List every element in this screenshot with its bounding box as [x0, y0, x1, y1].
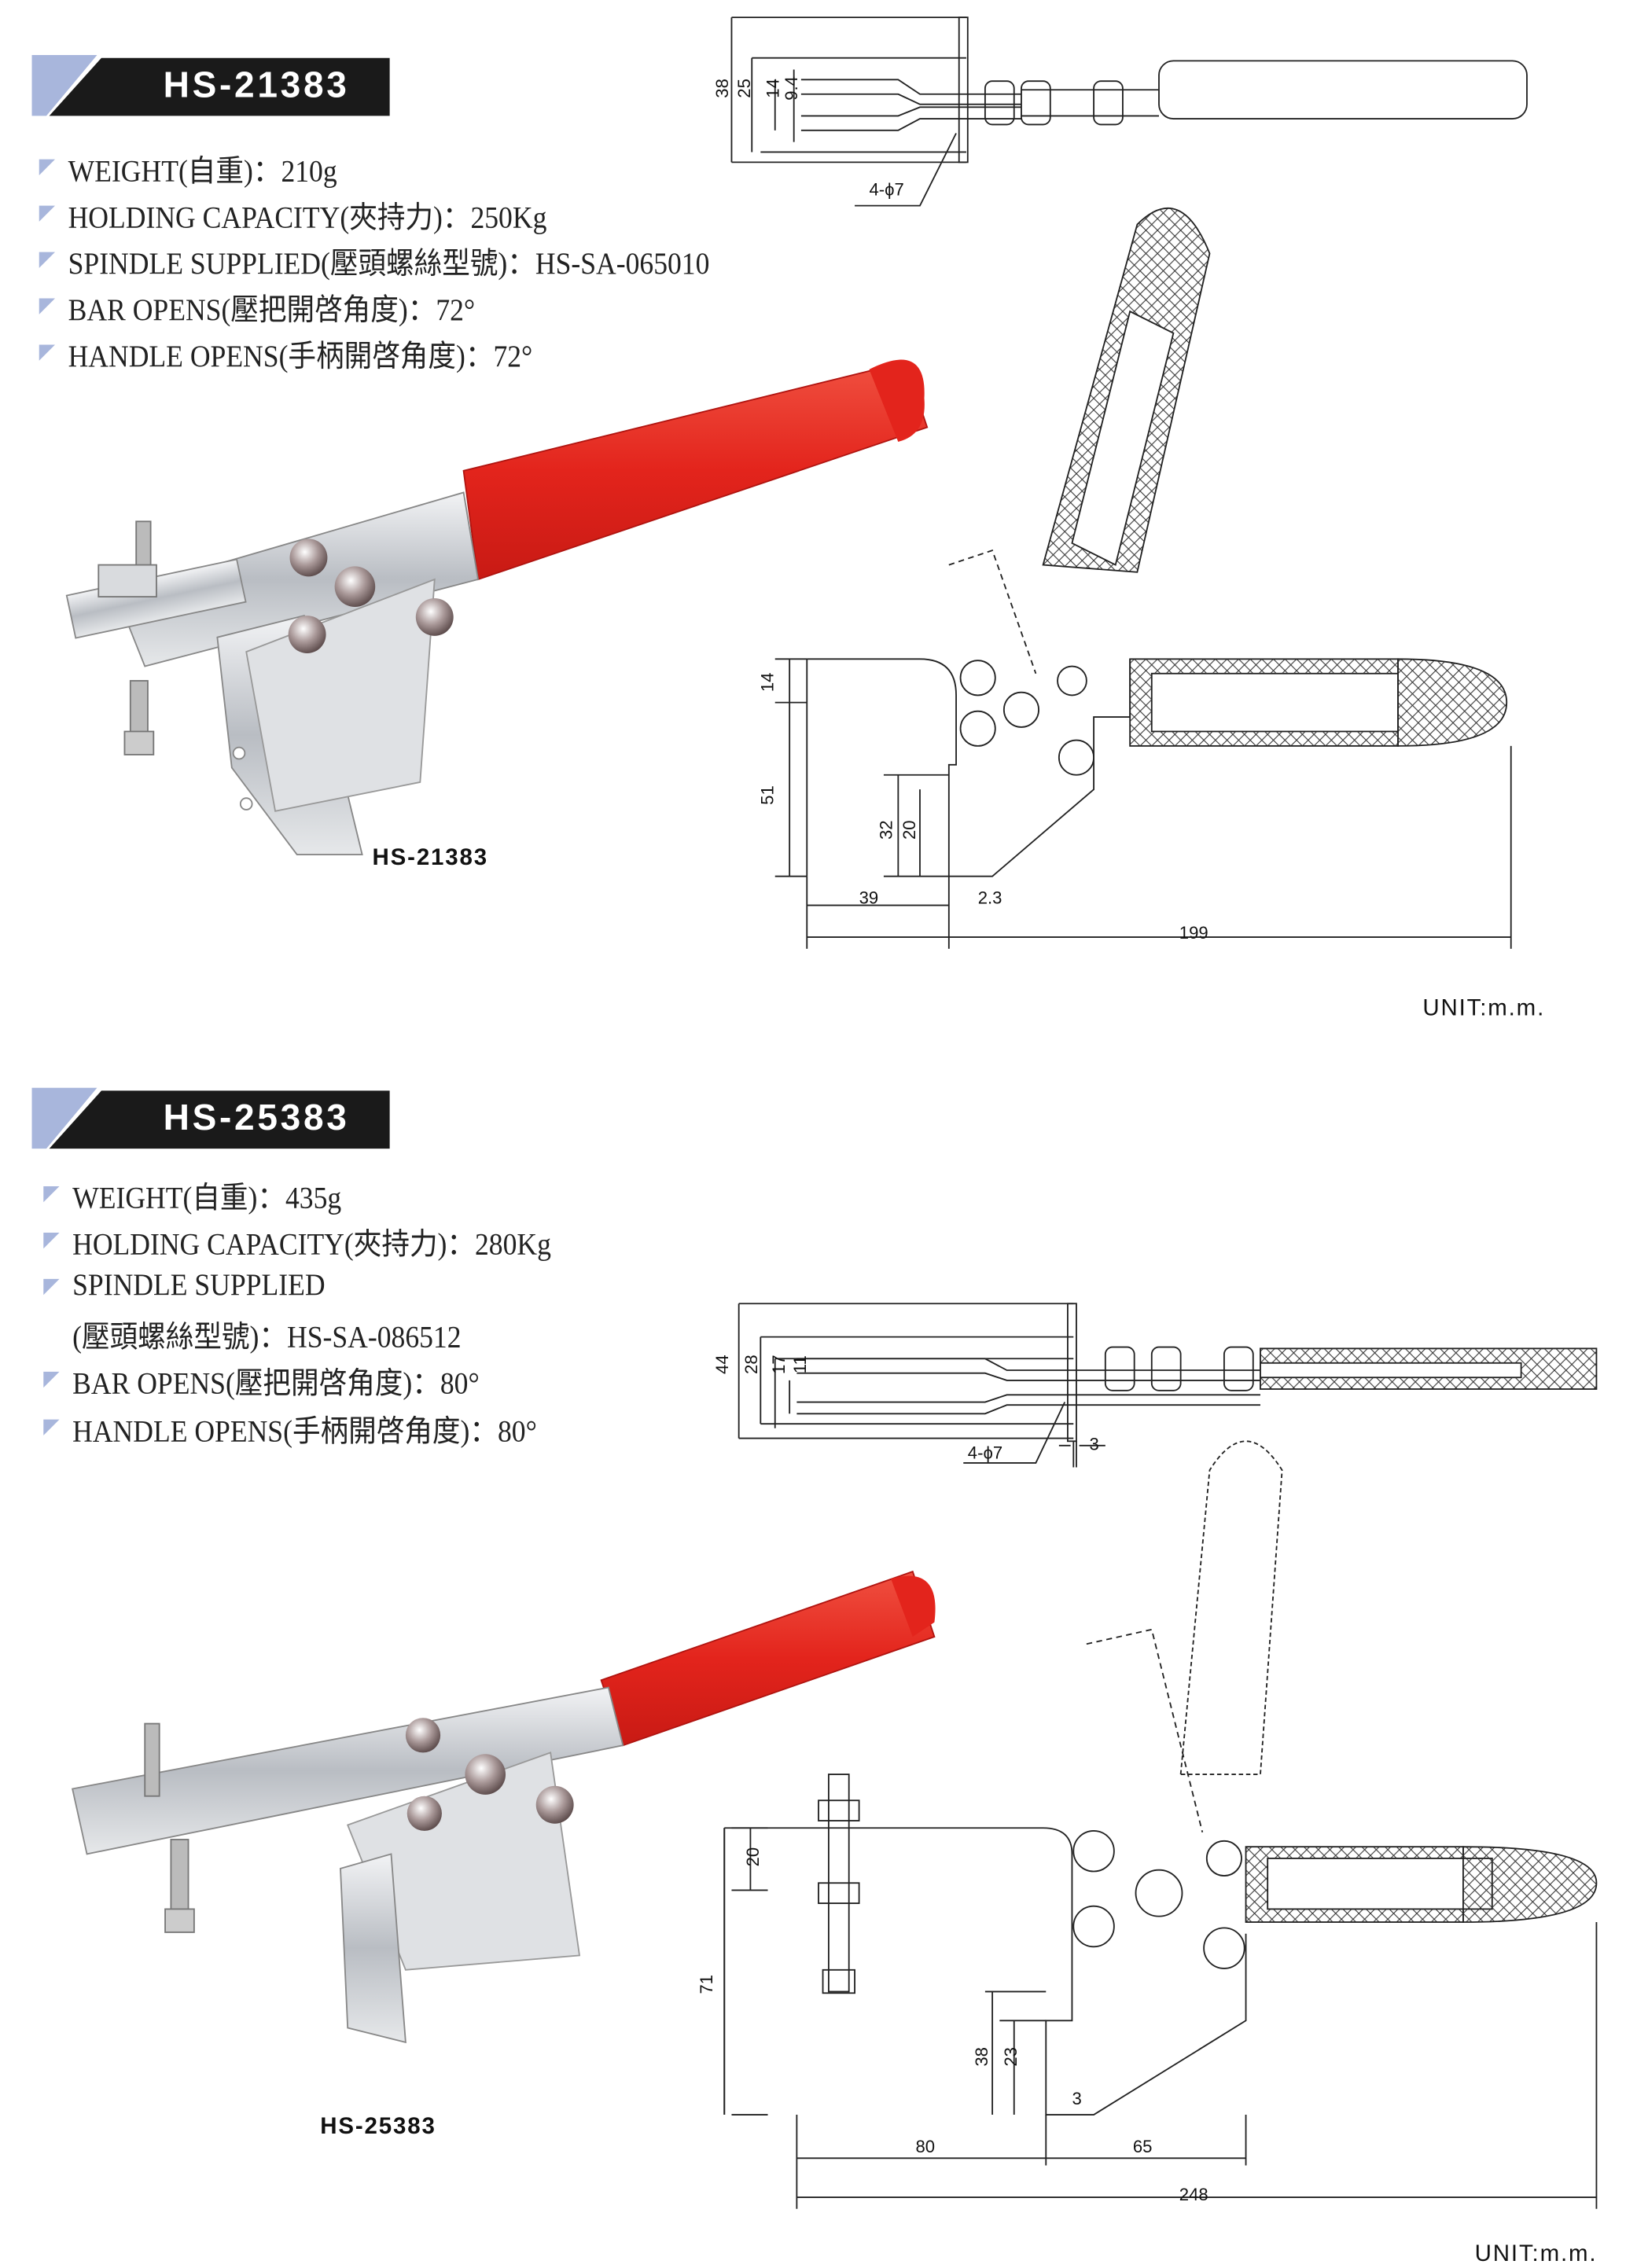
dim-11: 11: [789, 1355, 811, 1374]
product-photo: [72, 1570, 936, 2044]
dim-23: 23: [1000, 2047, 1021, 2067]
dim-71: 71: [696, 1974, 717, 1994]
bullet-icon: [43, 1278, 60, 1296]
spec-holding-capacity: HOLDING CAPACITY(夾持力)：250Kg: [68, 200, 547, 235]
photo-caption: HS-21383: [372, 846, 489, 871]
hole-note: 4-ϕ7: [967, 1443, 1003, 1463]
bullet-icon: [39, 252, 56, 268]
bullet-icon: [39, 344, 56, 361]
dim-25: 25: [734, 79, 755, 98]
spec-bar-opens: BAR OPENS(壓把開啓角度)：80°: [72, 1366, 480, 1401]
dim-39: 39: [859, 888, 879, 909]
spec-spindle: SPINDLE SUPPLIED(壓頭螺絲型號)：HS-SA-065010: [68, 246, 710, 281]
dim-3: 3: [1072, 2088, 1082, 2109]
dim-2-3: 2.3: [977, 888, 1002, 909]
bullet-icon: [43, 1419, 60, 1435]
hole-note: 4-ϕ7: [869, 179, 904, 200]
model-title: HS-21383: [163, 64, 350, 106]
dim-32: 32: [876, 820, 896, 840]
photo-caption: HS-25383: [320, 2115, 436, 2140]
spec-weight: WEIGHT(自重)：210g: [68, 153, 337, 189]
spec-spindle: SPINDLE SUPPLIED: [72, 1267, 326, 1303]
bullet-icon: [39, 298, 56, 314]
dim-44: 44: [712, 1355, 733, 1374]
bullet-icon: [43, 1371, 60, 1388]
top-view-drawing: [738, 1303, 1598, 1468]
spec-handle-opens: HANDLE OPENS(手柄開啓角度)：72°: [68, 339, 533, 374]
side-view-drawing: [723, 1440, 1598, 2209]
dim-65: 65: [1132, 2136, 1153, 2157]
badge-shape: [31, 55, 390, 116]
dim-248: 248: [1179, 2184, 1208, 2205]
spec-spindle-model: (壓頭螺絲型號)：HS-SA-086512: [72, 1319, 462, 1355]
dim-51: 51: [757, 785, 778, 805]
model-badge: HS-21383: [31, 55, 395, 119]
dim-38: 38: [712, 79, 733, 98]
dim-20: 20: [742, 1847, 763, 1867]
dim-9-4: 9.4: [781, 76, 802, 101]
bullet-icon: [39, 159, 56, 175]
unit-note: UNIT:m.m.: [1422, 996, 1546, 1021]
dim-28: 28: [741, 1355, 762, 1374]
top-view-drawing: [730, 17, 1528, 207]
dim-38: 38: [971, 2047, 992, 2067]
badge-shape: [31, 1087, 390, 1149]
model-title: HS-25383: [163, 1097, 350, 1139]
spec-handle-opens: HANDLE OPENS(手柄開啓角度)：80°: [72, 1413, 537, 1449]
model-badge: HS-25383: [31, 1087, 395, 1152]
dim-17: 17: [768, 1355, 789, 1374]
dim-14: 14: [763, 79, 784, 98]
bullet-icon: [39, 205, 56, 222]
dim-80: 80: [915, 2136, 936, 2157]
spec-bar-opens: BAR OPENS(壓把開啓角度)：72°: [68, 292, 476, 328]
dim-199: 199: [1179, 922, 1208, 943]
bullet-icon: [43, 1232, 60, 1249]
dim-thickness-3: 3: [1089, 1434, 1099, 1454]
product-photo: [65, 359, 929, 855]
spec-weight: WEIGHT(自重)：435g: [72, 1180, 342, 1215]
spec-holding-capacity: HOLDING CAPACITY(夾持力)：280Kg: [72, 1226, 551, 1262]
bullet-icon: [43, 1186, 60, 1203]
dim-20: 20: [899, 820, 920, 840]
dim-14: 14: [757, 672, 778, 693]
unit-note: UNIT:m.m.: [1474, 2242, 1598, 2267]
side-view-drawing: [774, 207, 1512, 949]
